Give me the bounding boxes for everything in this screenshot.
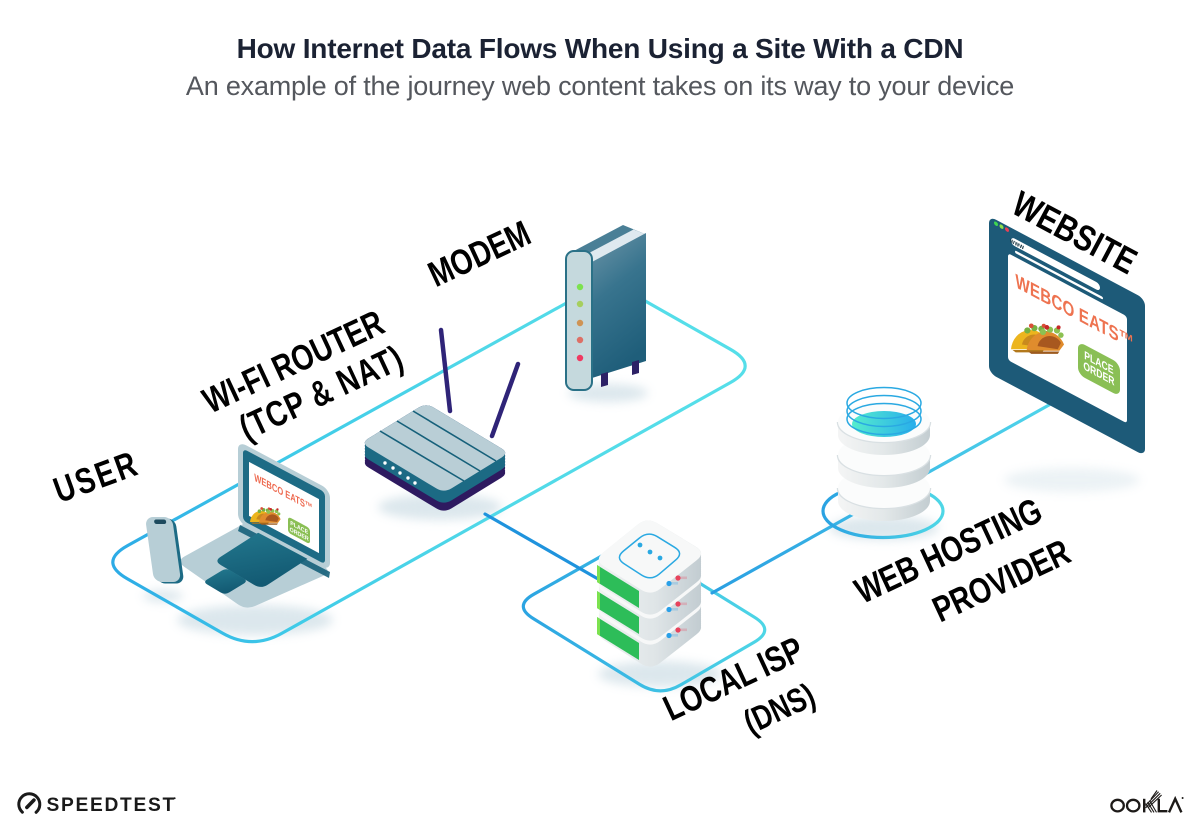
svg-text:USER: USER <box>48 443 144 511</box>
svg-text:MODEM: MODEM <box>422 213 536 295</box>
svg-text:SPEEDTEST: SPEEDTEST <box>47 795 176 816</box>
